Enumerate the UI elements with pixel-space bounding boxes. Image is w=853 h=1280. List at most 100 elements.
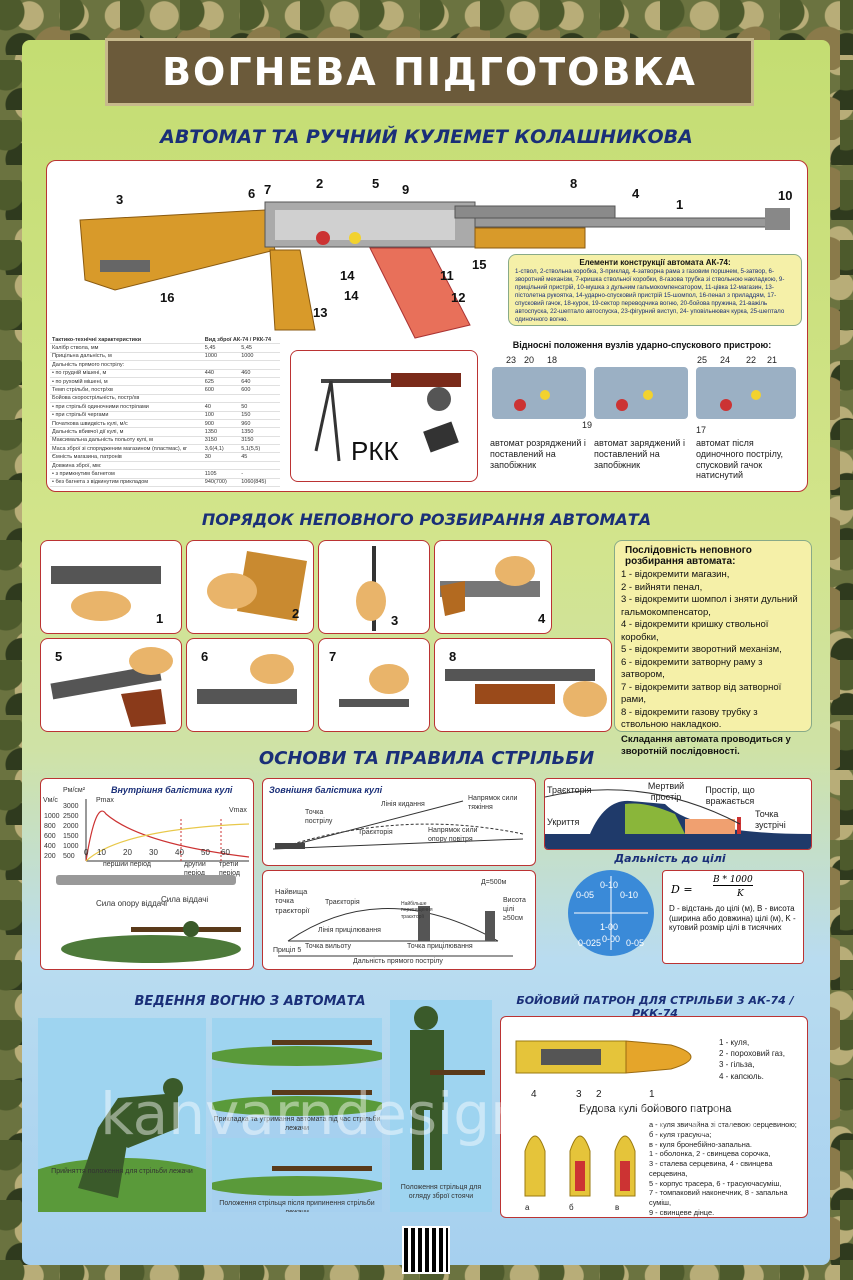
bullet-letter: а: [525, 1203, 530, 1212]
part-number: 15: [472, 257, 487, 272]
axis-label: Рм/см²: [63, 787, 86, 794]
table-cell: 1000: [239, 352, 280, 362]
tick-label: 1000: [44, 813, 60, 820]
section-fire-heading: ВЕДЕННЯ ВОГНЮ З АВТОМАТА: [134, 994, 366, 1009]
bullet-types-illustration: [524, 1135, 636, 1197]
inner-ballistics-chart: [85, 799, 250, 862]
list-item: 2 - вийняти пенал,: [621, 581, 703, 593]
table-cell: 1000: [202, 352, 240, 362]
formula-denominator: K: [737, 889, 744, 899]
part-number: 16: [160, 290, 175, 305]
direct-shot-box: Найвища точка траєкторії Траєкторія Ліні…: [262, 870, 536, 970]
cartridge-number: 3: [576, 1089, 582, 1100]
cartridge-number: 2: [596, 1089, 602, 1100]
rpk-box: РКК: [290, 350, 478, 482]
table-cell: 1350: [202, 427, 240, 437]
trigger-diagrams: [492, 367, 796, 419]
reticle-label: 0-00: [602, 934, 621, 944]
direct-shot-diagram: [278, 906, 513, 957]
list-item: 2 - пороховий газ,: [719, 1049, 785, 1059]
table-cell: Бойова скорострільність, постр/хв: [50, 394, 203, 404]
table-row: Бойова скорострільність, постр/хв: [50, 394, 280, 404]
list-item: 9 - свинцеве дінце.: [649, 1207, 715, 1217]
list-item: в - куля бронебійно-запальна.: [649, 1139, 752, 1149]
step-8-illustration: [445, 669, 607, 717]
table-cell: Маса зброї зі спорядженим магазином (пла…: [50, 444, 203, 454]
fire-caption: Положення стрільця для огляду зброї стоя…: [400, 1184, 482, 1200]
cartridge-legend: 1 - куля, 2 - пороховий газ, 3 - гільза,…: [719, 1037, 803, 1082]
step-5-box: 5: [40, 638, 182, 732]
table-cell: 30: [202, 452, 240, 462]
outer-ballistics-box: Зовнішня балістика кулі Точка пострілу Л…: [262, 778, 536, 866]
step-number: 5: [55, 649, 63, 664]
trigger-number: 19: [582, 420, 593, 430]
diagram-label: Напрямок сили тяжіння: [468, 795, 518, 811]
table-cell: 625: [202, 377, 240, 387]
tick-label: 30: [149, 848, 158, 857]
disassembly-title: Послідовність неповного розбирання автом…: [625, 545, 752, 567]
step-7-box: 7: [318, 638, 430, 732]
table-cell: Темп стрільби, постр/хв: [50, 385, 203, 395]
trigger-number: 22: [746, 355, 757, 365]
terrain-diagram: [545, 789, 811, 849]
diagram-label: Д=500м: [481, 879, 507, 886]
table-cell: [239, 360, 280, 370]
reticle-label: 0-10: [600, 880, 619, 890]
table-cell: [202, 461, 240, 471]
part-number: 14: [344, 288, 359, 303]
step-8-box: 8: [434, 638, 612, 732]
table-cell: 3150: [202, 436, 240, 446]
table-cell: [239, 461, 280, 471]
list-item: 8 - відокремити газову трубку з ствольно…: [621, 706, 758, 731]
tick-label: 500: [63, 853, 75, 860]
section-disassembly-heading: ПОРЯДОК НЕПОВНОГО РОЗБИРАННЯ АВТОМАТА: [201, 510, 652, 529]
part-number: 11: [440, 268, 454, 283]
list-item: 1 - куля,: [719, 1038, 750, 1047]
table-row: Довжина зброї, мм:: [50, 461, 280, 471]
list-item: 6 - відокремити затворну раму з затвором…: [621, 656, 763, 681]
trigger-title: Відносні положення вузлів ударно-спусков…: [512, 340, 772, 350]
trigger-number: 25: [697, 355, 708, 365]
tick-label: 10: [97, 848, 106, 857]
diagram-label: Найбільше перевищення траєкторії: [401, 901, 433, 920]
table-cell: 150: [239, 411, 280, 420]
trigger-number: 21: [767, 355, 778, 365]
part-number: 5: [372, 176, 380, 191]
trigger-number: 24: [720, 355, 731, 365]
tick-label: 3000: [63, 803, 79, 810]
table-cell: 440: [202, 369, 240, 378]
table-cell: • по грудній мішені, м: [50, 369, 203, 378]
force-label: Сила опору віддачі: [96, 899, 167, 908]
list-item: 3 - відокремити шомпол і зняти дульний г…: [621, 594, 798, 618]
tick-label: 20: [123, 848, 132, 857]
part-number: 1: [676, 197, 684, 212]
crouching-soldier-illustration: [38, 1018, 206, 1212]
prone-shooter-illustrations: [212, 1018, 382, 1196]
diagram-label: Траєкторія: [325, 899, 360, 906]
table-cell: 940(700): [202, 478, 240, 488]
trigger-caption: автомат розряджений і поставлений на зап…: [490, 438, 586, 470]
diagram-label: Траєкторія: [358, 829, 393, 836]
table-cell: [202, 360, 240, 370]
disassembly-items: 1 - відокремити магазин, 2 - вийняти пен…: [615, 569, 811, 759]
table-cell: • без багнета з відкинутим прикладом: [50, 478, 203, 488]
inner-ballistics-title: Внутрішня балістика кулі: [111, 785, 233, 795]
ak74-illustration: [79, 201, 790, 339]
table-cell: 960: [239, 419, 280, 429]
tick-label: 2000: [63, 823, 79, 830]
reticle-icon: [568, 870, 654, 956]
step-number: 4: [538, 611, 546, 626]
step-1-illustration: [51, 566, 161, 621]
trigger-number: 23: [506, 355, 517, 365]
fire-panel-2: Прикладка та утримання автомата під час …: [212, 1018, 382, 1212]
table-cell: 40: [202, 402, 240, 412]
qr-code-icon: [402, 1226, 450, 1274]
table-cell: [239, 394, 280, 404]
distance-title: Дальність до цілі: [614, 852, 726, 865]
list-item: 3 - гільза,: [719, 1060, 755, 1070]
step-number: 2: [292, 606, 300, 621]
